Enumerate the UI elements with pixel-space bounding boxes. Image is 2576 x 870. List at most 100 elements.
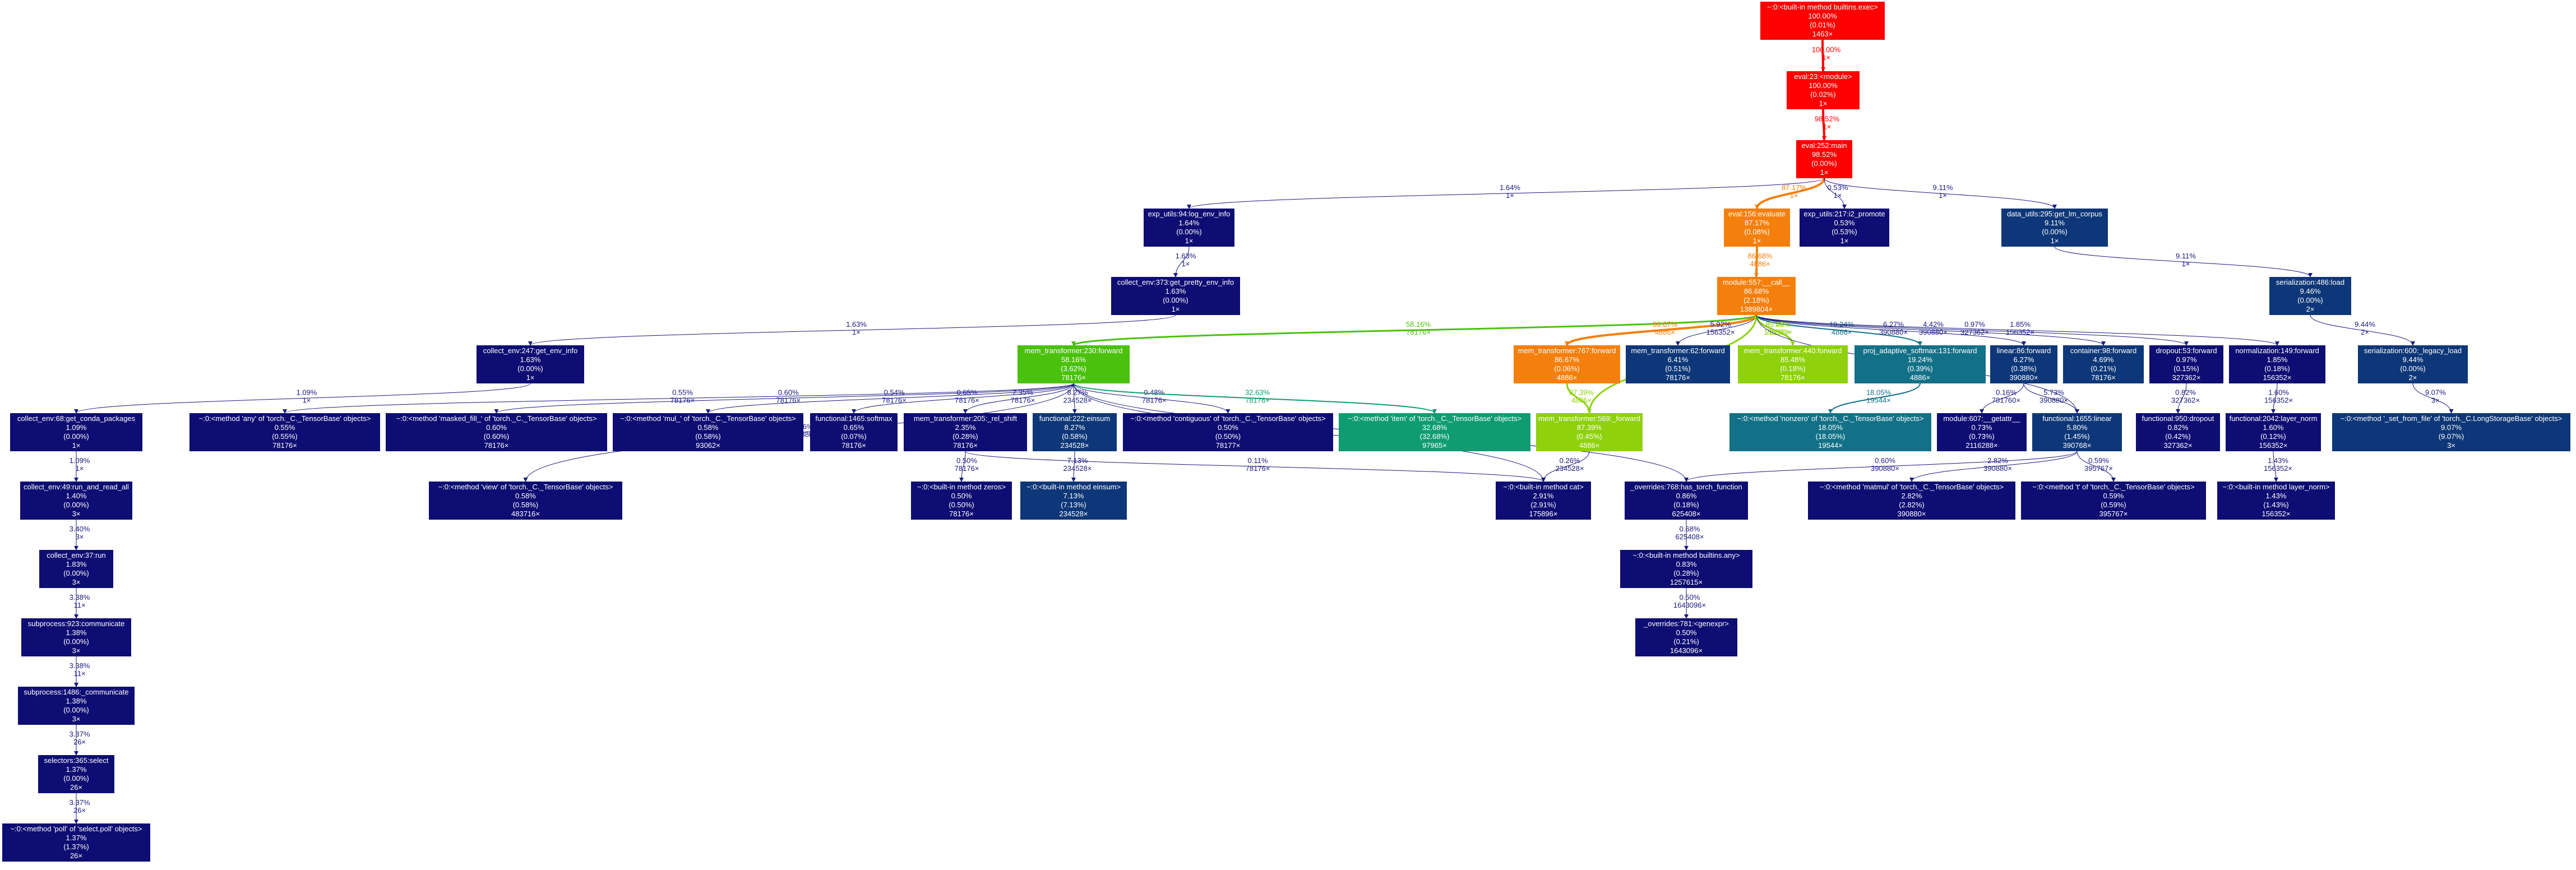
node-label: collect_env:247:get_env_info 1.63% (0.00… <box>483 346 578 382</box>
edge-module_557-to-container_98 <box>1756 314 2106 346</box>
node-subprocess-private-communicate[interactable]: subprocess:1486:_communicate 1.38% (0.00… <box>18 687 135 725</box>
node-builtins-exec[interactable]: ~:0:<built-in method builtins.exec> 100.… <box>1760 2 1885 40</box>
node-builtins-any[interactable]: ~:0:<built-in method builtins.any> 0.83%… <box>1620 550 1752 588</box>
node-label: eval:252:main 98.52% (0.00%) 1× <box>1801 141 1847 177</box>
node-method-masked-fill[interactable]: ~:0:<method 'masked_fill_' of 'torch._C.… <box>386 413 607 451</box>
node-proj-adaptive-softmax[interactable]: proj_adaptive_softmax:131:forward 19.24%… <box>1854 345 1986 383</box>
node-normalization-forward[interactable]: normalization:149:forward 1.85% (0.18%) … <box>2229 345 2325 383</box>
node-container-forward[interactable]: container:98:forward 4.69% (0.21%) 78176… <box>2063 345 2144 383</box>
edge-eval_252-to-data_utils_295 <box>1824 178 2057 209</box>
edge-label: 100.00%1× <box>1812 45 1841 62</box>
edge-module_557-to-mt_230 <box>1071 314 1758 346</box>
node-label: functional:950:dropout 0.82% (0.42%) 327… <box>2142 414 2214 450</box>
edge-label: 2.82%390880× <box>1983 456 2012 473</box>
node-rel-shift[interactable]: mem_transformer:205:_rel_shift 2.35% (0.… <box>904 413 1027 451</box>
edge-label: 87.39%4886× <box>1569 388 1594 405</box>
node-label: ~:0:<method 'poll' of 'select.poll' obje… <box>10 825 142 860</box>
node-run-and-read-all[interactable]: collect_env:49:run_and_read_all 1.40% (0… <box>20 482 132 520</box>
node-module-getattr[interactable]: module:607:__getattr__ 0.73% (0.73%) 211… <box>1937 413 2027 451</box>
edge-label: 1.09%1× <box>70 456 90 473</box>
node-linear-forward[interactable]: linear:86:forward 6.27% (0.38%) 390880× <box>1990 345 2057 383</box>
edge-mt_230-to-mt_205 <box>963 383 1074 414</box>
node-dropout-forward[interactable]: dropout:53:forward 0.97% (0.15%) 327362× <box>2149 345 2223 383</box>
edge-mt_230-to-m_contiguous <box>1073 383 1231 414</box>
node-builtin-zeros[interactable]: ~:0:<built-in method zeros> 0.50% (0.50%… <box>911 482 1012 520</box>
node-get-lm-corpus[interactable]: data_utils:295:get_lm_corpus 9.11% (0.00… <box>2001 209 2108 247</box>
node-method-contiguous[interactable]: ~:0:<method 'contiguous' of 'torch._C._T… <box>1123 413 1333 451</box>
node-functional-softmax[interactable]: functional:1465:softmax 0.65% (0.07%) 78… <box>810 413 898 451</box>
edge-module_557-to-norm_149 <box>1756 314 2279 346</box>
node-eval-module[interactable]: eval:23:<module> 100.00% (0.02%) 1× <box>1787 71 1860 109</box>
node-subprocess-communicate[interactable]: subprocess:923:communicate 1.38% (0.00%)… <box>21 618 131 656</box>
edge-label: 3.37%26× <box>70 730 90 746</box>
node-mem-transformer-440[interactable]: mem_transformer:440:forward 85.48% (0.18… <box>1738 345 1848 383</box>
node-functional-layer-norm[interactable]: functional:2042:layer_norm 1.60% (0.12%)… <box>2226 413 2321 451</box>
node-get-env-info[interactable]: collect_env:247:get_env_info 1.63% (0.00… <box>477 345 584 383</box>
edge-label: 9.11%1× <box>1933 183 1953 200</box>
node-label: ~:0:<method 't' of 'torch._C._TensorBase… <box>2032 483 2195 518</box>
node-mem-transformer-767[interactable]: mem_transformer:767:forward 86.67% (0.06… <box>1514 345 1620 383</box>
node-eval-evaluate[interactable]: eval:156:evaluate 87.17% (0.08%) 1× <box>1724 209 1790 247</box>
edge-label: 1.63%1× <box>846 320 867 336</box>
node-method-item[interactable]: ~:0:<method 'item' of 'torch._C._TensorB… <box>1339 413 1530 451</box>
edge-mt_230-to-functional_222 <box>1072 383 1077 414</box>
node-collect-env-run[interactable]: collect_env:37:run 1.83% (0.00%) 3× <box>39 550 113 588</box>
node-mem-transformer-569[interactable]: mem_transformer:569:_forward 87.39% (0.4… <box>1536 413 1643 451</box>
node-has-torch-function[interactable]: _overrides:768:has_torch_function 0.86% … <box>1625 482 1748 520</box>
node-label: collect_env:49:run_and_read_all 1.40% (0… <box>24 483 129 518</box>
node-method-set-from-file[interactable]: ~:0:<method '_set_from_file' of 'torch._… <box>2332 413 2570 451</box>
edge-label: 0.65%78176× <box>955 388 979 405</box>
edge-label: 1.64%1× <box>1500 183 1520 200</box>
node-get-pretty-env-info[interactable]: collect_env:373:get_pretty_env_info 1.63… <box>1111 277 1240 315</box>
edge-functional_1655-to-overrides_768 <box>1684 451 2078 482</box>
node-method-poll[interactable]: ~:0:<method 'poll' of 'select.poll' obje… <box>2 823 150 862</box>
node-module-call[interactable]: module:557:__call__ 86.68% (2.18%) 13898… <box>1717 277 1796 315</box>
node-i2-promote[interactable]: exp_utils:217:i2_promote 0.53% (0.53%) 1… <box>1800 209 1889 247</box>
edge-module_557-to-proj_131 <box>1756 314 1922 346</box>
node-label: ~:0:<built-in method einsum> 7.13% (7.13… <box>1026 483 1121 518</box>
node-method-view[interactable]: ~:0:<method 'view' of 'torch._C._TensorB… <box>429 482 622 520</box>
edge-mt_230-to-m_item <box>1073 383 1437 414</box>
edge-label: 3.38%11× <box>70 661 90 678</box>
edge-module_557-to-linear_86 <box>1756 314 2026 346</box>
node-log-env-info[interactable]: exp_utils:94:log_env_info 1.64% (0.00%) … <box>1144 209 1234 247</box>
node-label: selectors:365:select 1.37% (0.00%) 26× <box>44 756 109 792</box>
edge-label: 86.68%4886× <box>1747 252 1773 268</box>
edge-label: 87.17%1× <box>1782 183 1807 200</box>
edge-linear_86-to-functional_1655 <box>2023 383 2079 414</box>
node-method-nonzero[interactable]: ~:0:<method 'nonzero' of 'torch._C._Tens… <box>1729 413 1931 451</box>
edge-label: 3.38%11× <box>70 593 90 609</box>
node-get-conda-packages[interactable]: collect_env:68:get_conda_packages 1.09% … <box>10 413 142 451</box>
node-functional-linear[interactable]: functional:1655:linear 5.80% (1.45%) 390… <box>2032 413 2122 451</box>
node-mem-transformer-62[interactable]: mem_transformer:62:forward 6.41% (0.51%)… <box>1626 345 1730 383</box>
node-label: eval:23:<module> 100.00% (0.02%) 1× <box>1794 72 1852 108</box>
edge-dropout_53-to-functional_950 <box>2176 383 2187 414</box>
node-legacy-load[interactable]: serialization:600:_legacy_load 9.44% (0.… <box>2358 345 2468 383</box>
edge-label: 1.60%156352× <box>2264 388 2293 405</box>
node-overrides-genexpr[interactable]: _overrides:781:<genexpr> 0.50% (0.21%) 1… <box>1635 618 1737 656</box>
edge-mt_205-to-builtin_zeros <box>959 451 966 482</box>
node-selectors-select[interactable]: selectors:365:select 1.37% (0.00%) 26× <box>38 755 114 793</box>
node-label: functional:1655:linear 5.80% (1.45%) 390… <box>2042 414 2112 450</box>
node-builtin-cat[interactable]: ~:0:<built-in method cat> 2.91% (2.91%) … <box>1496 482 1591 520</box>
node-builtin-layer-norm[interactable]: ~:0:<built-in method layer_norm> 1.43% (… <box>2217 482 2335 520</box>
node-functional-dropout[interactable]: functional:950:dropout 0.82% (0.42%) 327… <box>2136 413 2220 451</box>
node-method-t[interactable]: ~:0:<method 't' of 'torch._C._TensorBase… <box>2021 482 2206 520</box>
edge-mt_230-to-functional_1465 <box>852 383 1074 414</box>
node-label: subprocess:923:communicate 1.38% (0.00%)… <box>27 619 125 655</box>
node-label: container:98:forward 4.69% (0.21%) 78176… <box>2070 346 2137 382</box>
node-serialization-load[interactable]: serialization:486:load 9.46% (0.00%) 2× <box>2269 277 2351 315</box>
edge-mt_230-to-m_mul <box>706 383 1074 414</box>
node-builtin-einsum[interactable]: ~:0:<built-in method einsum> 7.13% (7.13… <box>1020 482 1127 520</box>
node-method-matmul[interactable]: ~:0:<method 'matmul' of 'torch._C._Tenso… <box>1808 482 2015 520</box>
edge-mt_440-to-module_557 <box>1754 314 1794 346</box>
node-functional-einsum[interactable]: functional:222:einsum 8.27% (0.58%) 2345… <box>1033 413 1117 451</box>
node-label: functional:222:einsum 8.27% (0.58%) 2345… <box>1039 414 1111 450</box>
edge-label: 4.42%390880× <box>1919 320 1948 336</box>
node-mem-transformer-230[interactable]: mem_transformer:230:forward 58.16% (3.62… <box>1018 345 1130 383</box>
node-method-any[interactable]: ~:0:<method 'any' of 'torch._C._TensorBa… <box>189 413 380 451</box>
node-eval-main[interactable]: eval:252:main 98.52% (0.00%) 1× <box>1796 140 1852 178</box>
edge-label: 1.63%1× <box>1176 252 1196 268</box>
node-method-mul[interactable]: ~:0:<method 'mul_' of 'torch._C._TensorB… <box>613 413 803 451</box>
edge-label: 0.48%78176× <box>1142 388 1167 405</box>
